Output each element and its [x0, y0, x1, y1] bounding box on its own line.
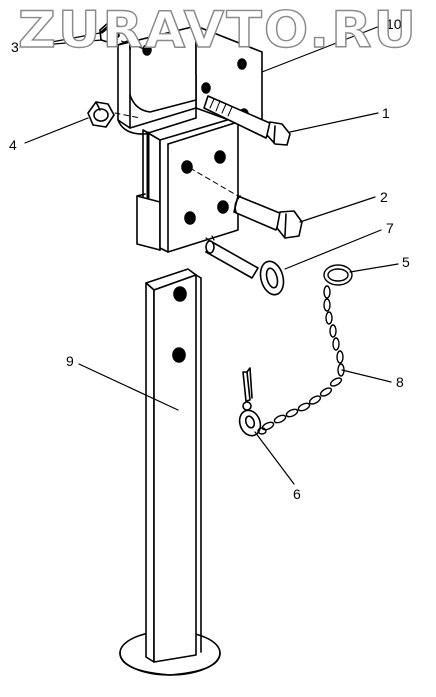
- clip-6: [238, 367, 262, 437]
- callout-10: 10: [386, 16, 402, 32]
- nut-3: [99, 22, 120, 44]
- leader-4: [24, 117, 89, 144]
- leader-9: [78, 363, 179, 411]
- leader-10: [261, 25, 381, 73]
- leader-6: [254, 431, 295, 485]
- callout-3: 3: [11, 39, 19, 55]
- callout-5: 5: [402, 254, 410, 270]
- leader-3a: [29, 32, 101, 47]
- leader-5: [349, 263, 399, 273]
- leader-7: [284, 229, 382, 270]
- callout-6: 6: [293, 486, 301, 502]
- inner-post: [136, 129, 161, 251]
- leader-2: [299, 196, 376, 223]
- leader-1: [289, 112, 379, 133]
- leader-lines: [24, 25, 399, 485]
- lower-bracket-plate: [159, 117, 239, 253]
- callout-labels: 3 4 10 1 2 7 5 8 9 6: [9, 16, 410, 502]
- callout-2: 2: [380, 189, 388, 205]
- callout-9: 9: [66, 353, 74, 369]
- leg-tube: [145, 268, 202, 663]
- leader-8: [341, 369, 392, 383]
- chain-8: [257, 264, 353, 435]
- callout-4: 4: [9, 137, 17, 153]
- callout-7: 7: [386, 220, 394, 236]
- callout-8: 8: [396, 374, 404, 390]
- alignment-lines: [112, 37, 239, 197]
- leader-3b: [29, 39, 103, 47]
- nut-4: [87, 101, 115, 128]
- pin-7: [205, 235, 285, 296]
- callout-1: 1: [382, 105, 390, 121]
- bolt-1: [203, 95, 291, 146]
- bolt-2: [233, 195, 303, 239]
